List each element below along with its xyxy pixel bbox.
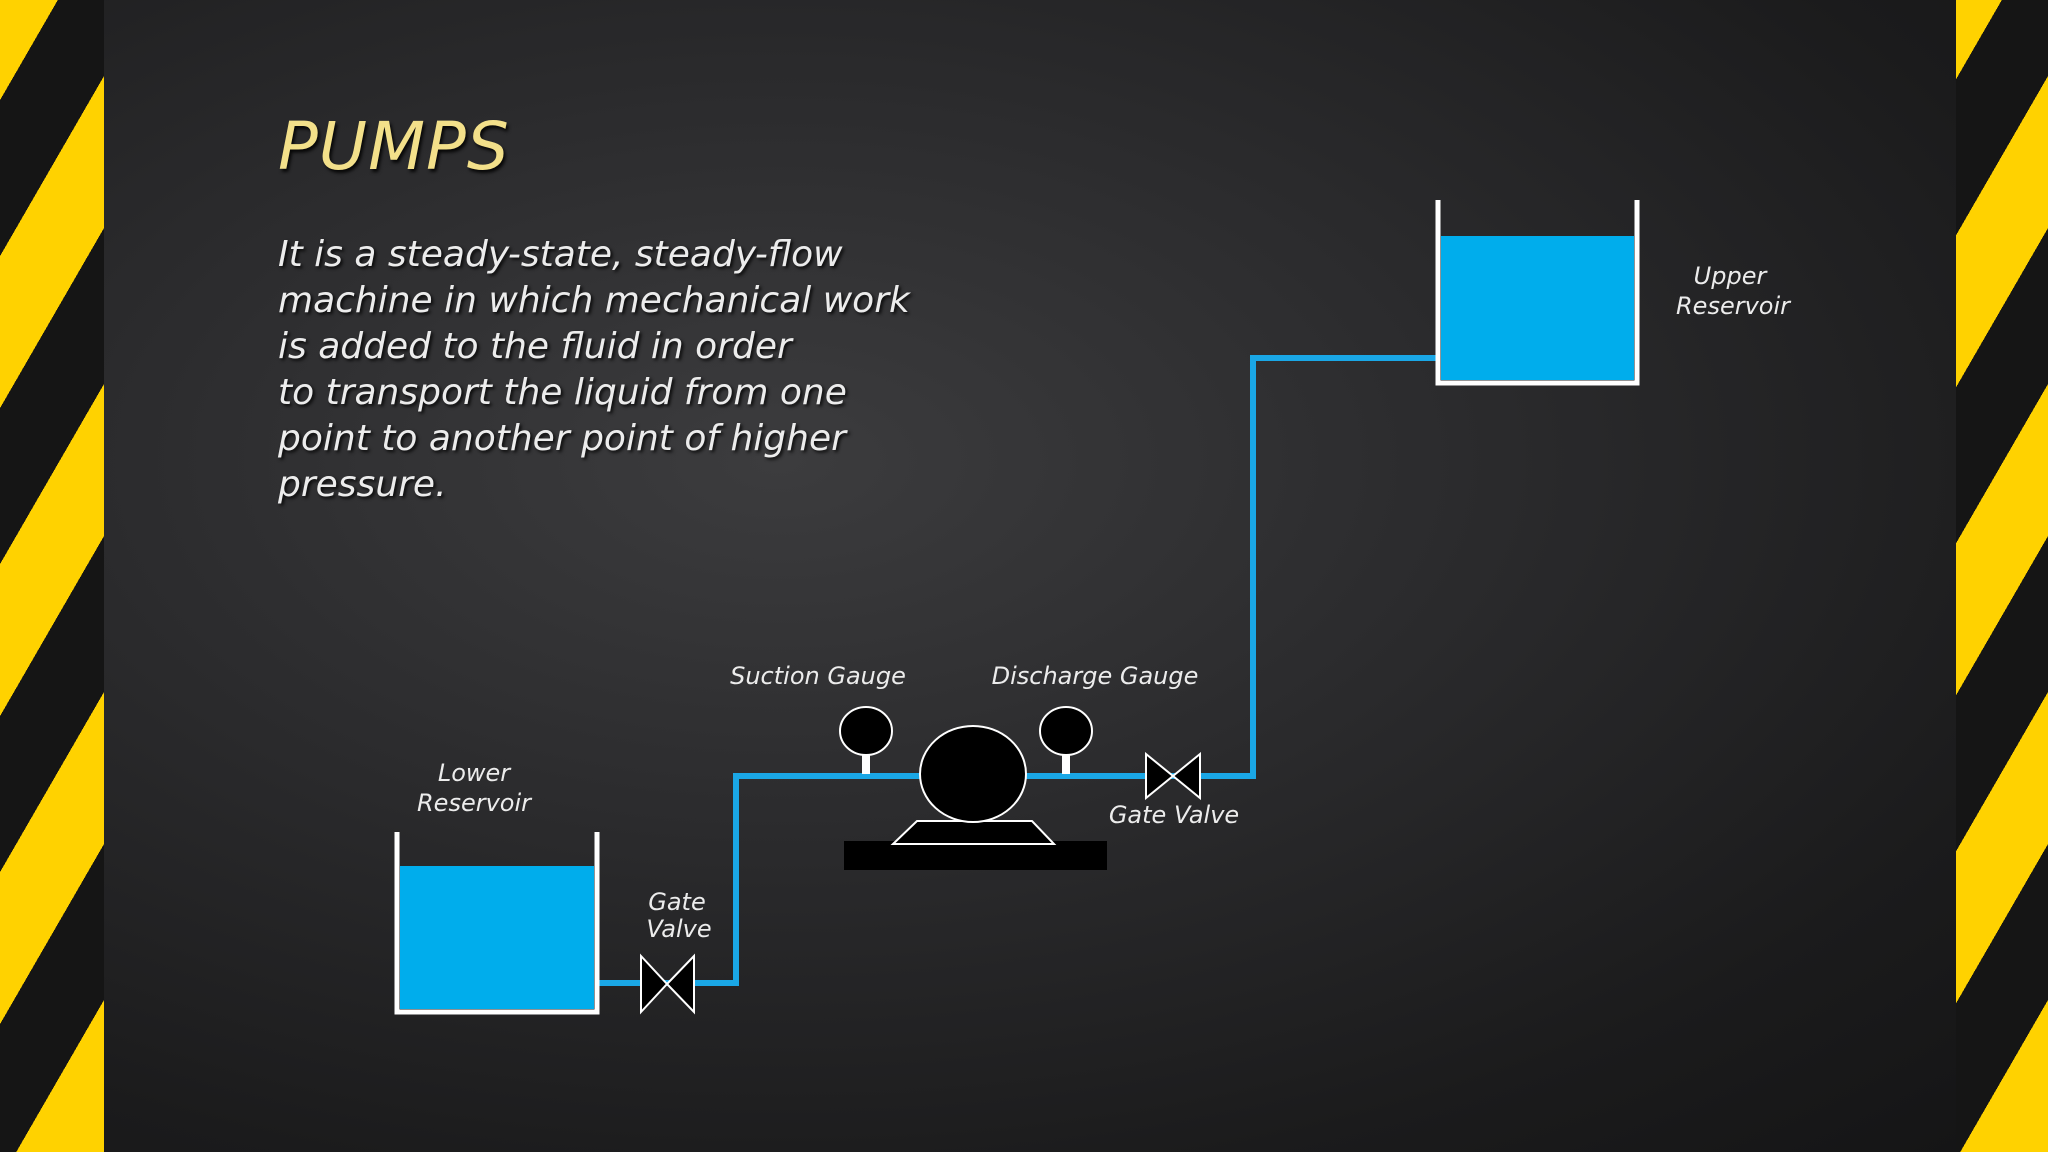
description-line: pressure. (278, 464, 447, 505)
gate-valve-suction-icon (640, 953, 695, 1015)
suction-gauge-icon (839, 706, 893, 774)
description-line: is added to the fluid in order (278, 326, 792, 367)
upper-reservoir (1435, 200, 1640, 386)
discharge-gauge-icon (1039, 706, 1093, 774)
pump-stand (890, 820, 1057, 845)
slide-description: It is a steady-state, steady-flow machin… (278, 232, 978, 508)
upper-reservoir-tank (1435, 200, 1640, 386)
lower-reservoir-label: Reservoir (417, 789, 533, 817)
discharge-gauge-label: Discharge Gauge (992, 662, 1199, 690)
lower-reservoir (394, 832, 600, 1015)
gate-valve-discharge-label: Gate Valve (1109, 801, 1239, 829)
suction-gauge-label: Suction Gauge (730, 662, 906, 690)
lower-reservoir-label: Lower (438, 759, 512, 787)
description-line: machine in which mechanical work (278, 280, 910, 321)
lower-reservoir-tank (394, 832, 600, 1015)
gate-valve-suction-label: Gate (648, 888, 705, 916)
description-line: point to another point of higher (278, 418, 846, 459)
upper-reservoir-label: Upper (1694, 262, 1769, 290)
upper-reservoir-water (1441, 236, 1634, 380)
pump-base (844, 841, 1107, 870)
slide-title: PUMPS (278, 108, 510, 185)
lower-reservoir-water (400, 866, 594, 1009)
upper-reservoir-label: Reservoir (1676, 292, 1792, 320)
hazard-stripes-left (0, 0, 104, 1152)
gate-valve-suction-label: Valve (646, 915, 711, 943)
hazard-stripes-right (1956, 0, 2048, 1152)
description-line: It is a steady-state, steady-flow (278, 234, 843, 275)
gate-valve-discharge-icon (1145, 751, 1201, 801)
pump-icon (844, 725, 1107, 870)
pump-casing (919, 725, 1027, 823)
description-line: to transport the liquid from one (278, 372, 847, 413)
